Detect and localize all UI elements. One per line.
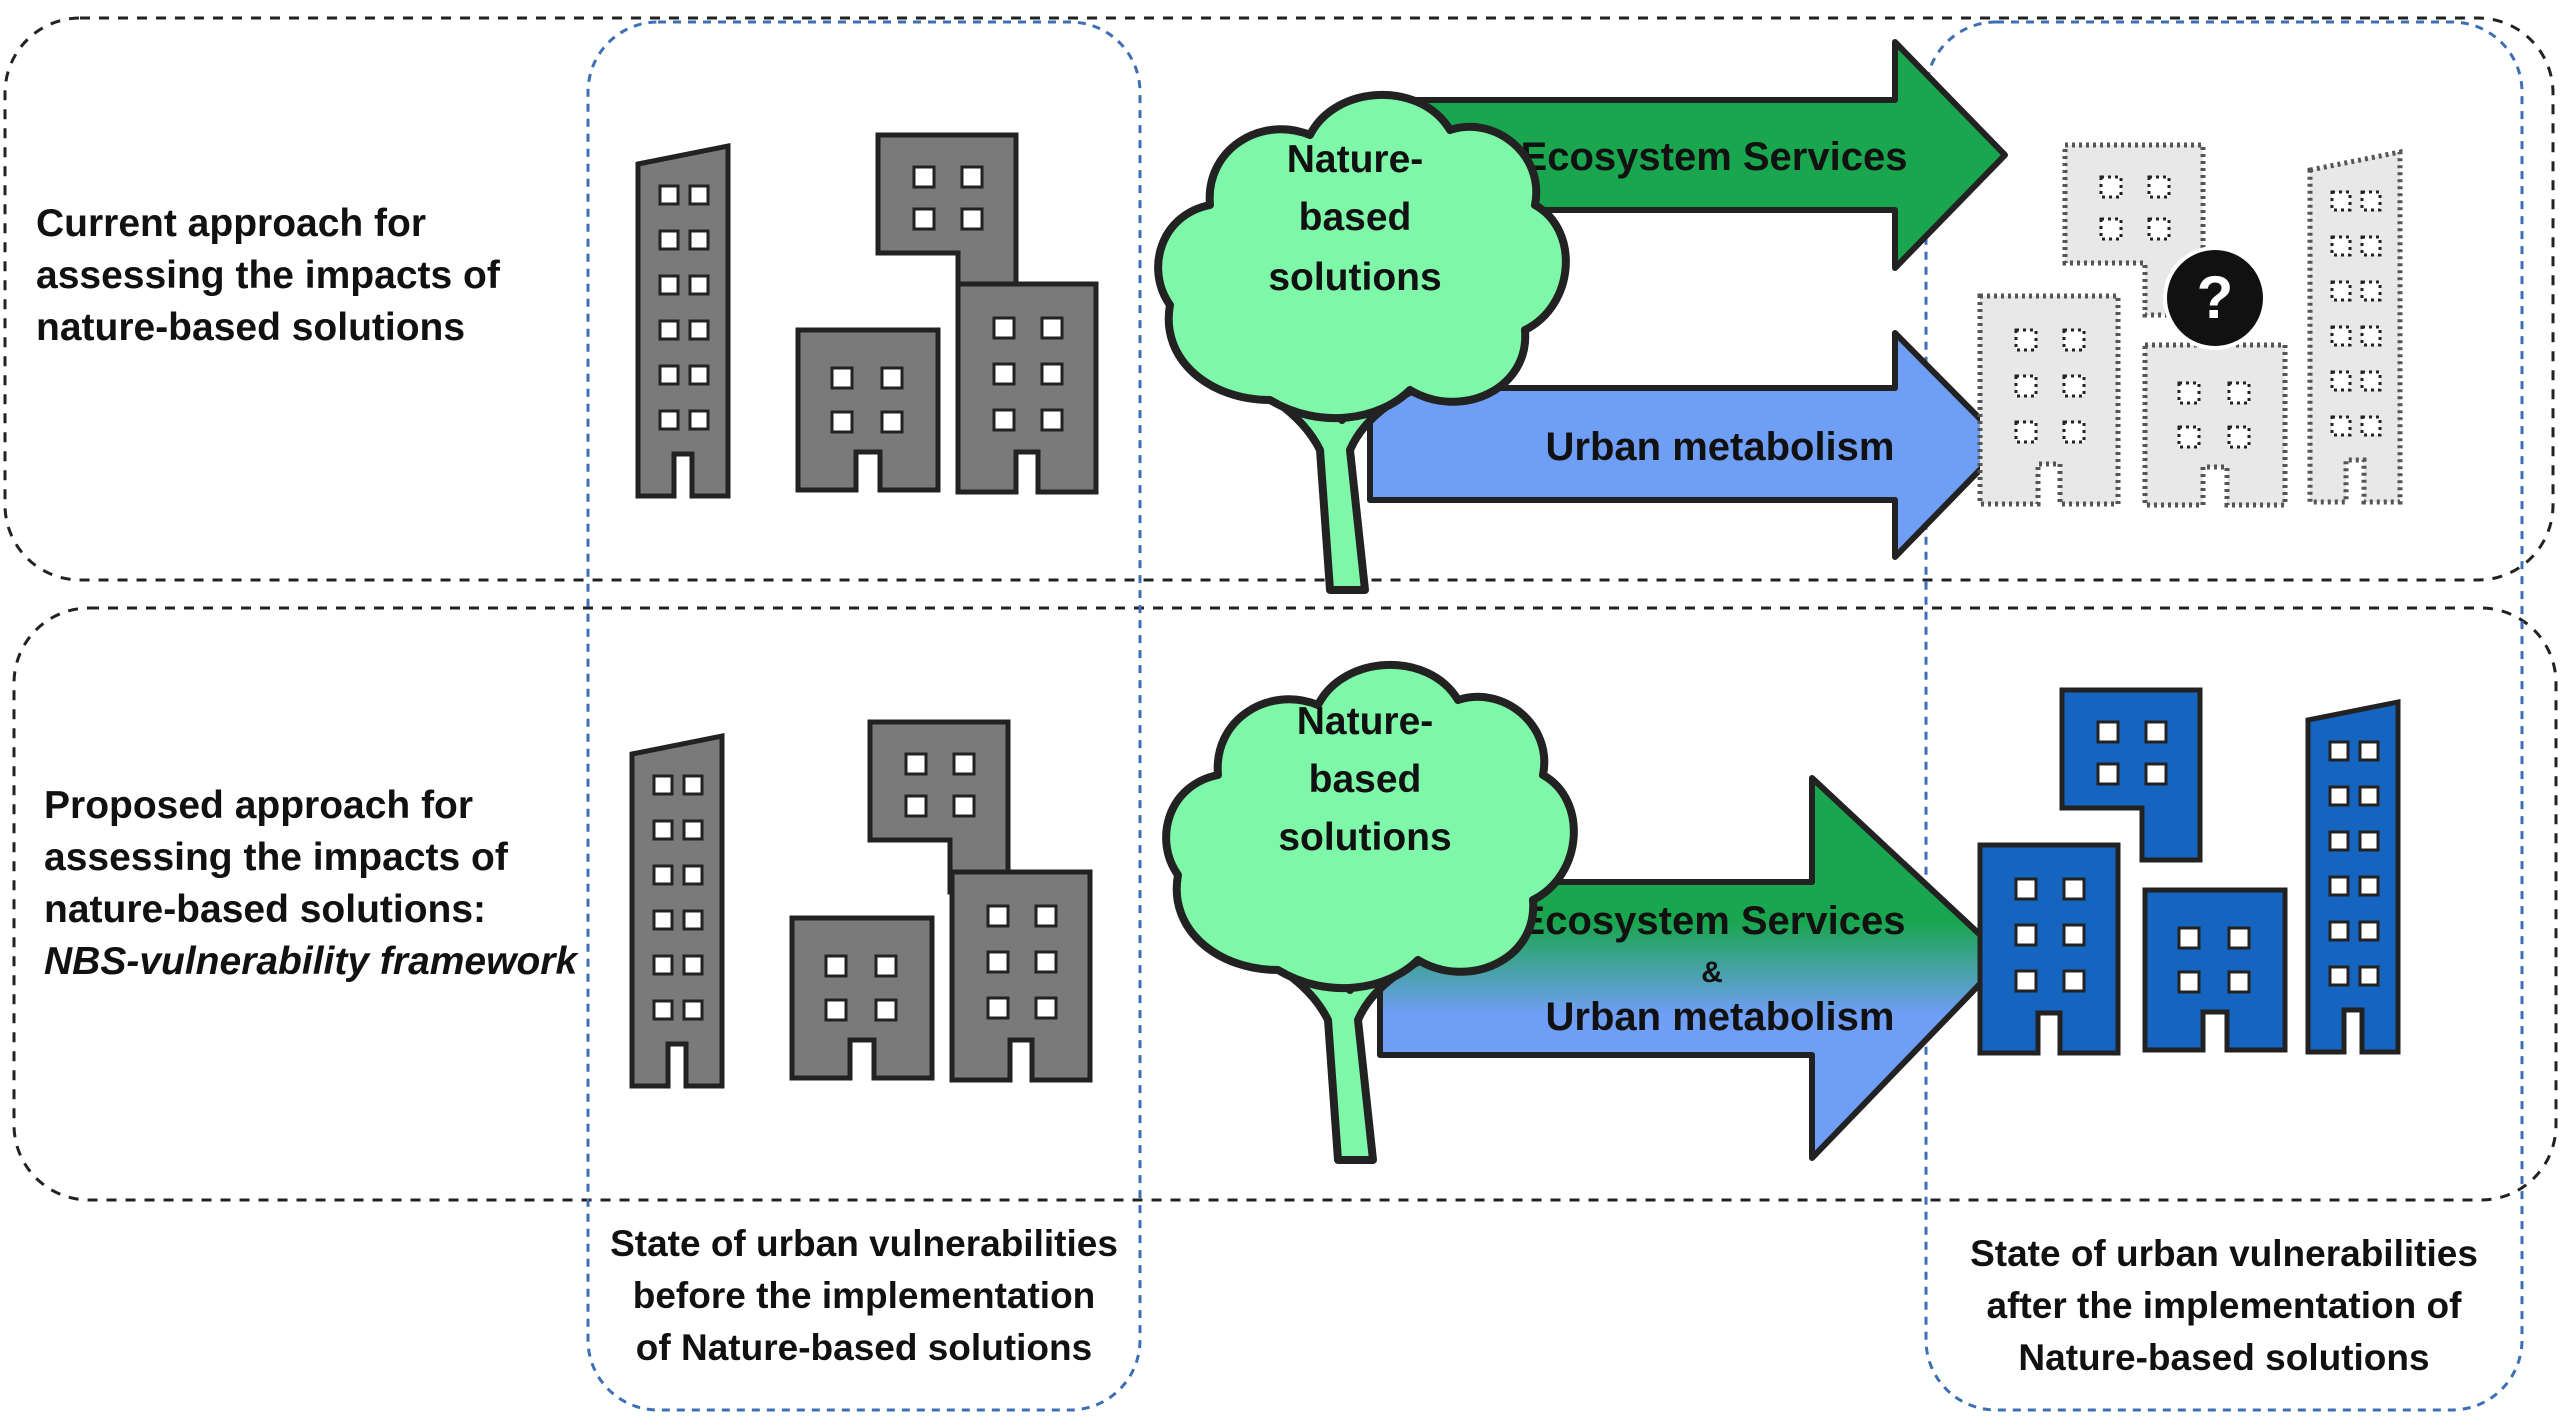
tree-label-proposed-3: solutions [1278,816,1451,859]
proposed-approach-framework-name: NBS-vulnerability framework [44,940,578,983]
tree-label-current-1: Nature- [1287,138,1424,181]
question-mark-symbol: ? [2197,264,2234,331]
tree-label-proposed-1: Nature- [1297,700,1434,743]
after-column-box [1924,20,2524,1412]
proposed-approach-box [12,606,2558,1202]
before-caption-line-1: State of urban vulnerabilities [610,1223,1118,1264]
ecosystem-services-label: Ecosystem Services [1521,135,1908,179]
combined-metabolism-label: Urban metabolism [1546,995,1895,1039]
current-approach-line-3: nature-based solutions [36,306,466,349]
current-approach-line-1: Current approach for [36,202,427,245]
before-state-caption: State of urban vulnerabilities before th… [588,1218,1140,1374]
urban-metabolism-label: Urban metabolism [1546,425,1895,469]
combined-ecosystem-label: Ecosystem Services [1519,899,1906,943]
tree-label-proposed-2: based [1309,758,1422,801]
proposed-approach-line-2: assessing the impacts of [44,836,508,879]
before-caption-line-3: of Nature-based solutions [635,1327,1093,1368]
current-approach-line-2: assessing the impacts of [36,254,500,297]
after-caption-line-3: Nature-based solutions [2018,1337,2430,1378]
after-caption-line-2: after the implementation of [1986,1285,2462,1326]
tree-label-current-3: solutions [1268,256,1441,299]
proposed-approach-line-3: nature-based solutions: [44,888,487,931]
buildings-after-proposed [1980,690,2398,1053]
proposed-approach-line-1: Proposed approach for [44,784,474,827]
before-column-box [586,20,1142,1412]
current-approach-box [3,16,2555,582]
before-caption-line-2: before the implementation [632,1275,1096,1316]
after-caption-line-1: State of urban vulnerabilities [1970,1233,2478,1274]
after-state-caption: State of urban vulnerabilities after the… [1926,1228,2522,1384]
tree-label-current-2: based [1299,196,1412,239]
proposed-approach-label: Proposed approach for assessing the impa… [44,780,577,988]
combined-ecosystem-metabolism-arrow [1377,775,2008,1161]
urban-metabolism-arrow [1367,330,2008,560]
buildings-before-current [638,135,1096,496]
buildings-before-proposed [632,722,1090,1086]
question-mark-icon [2163,246,2267,350]
combined-ampersand-label: & [1701,956,1723,989]
current-approach-label: Current approach for assessing the impac… [36,198,500,354]
